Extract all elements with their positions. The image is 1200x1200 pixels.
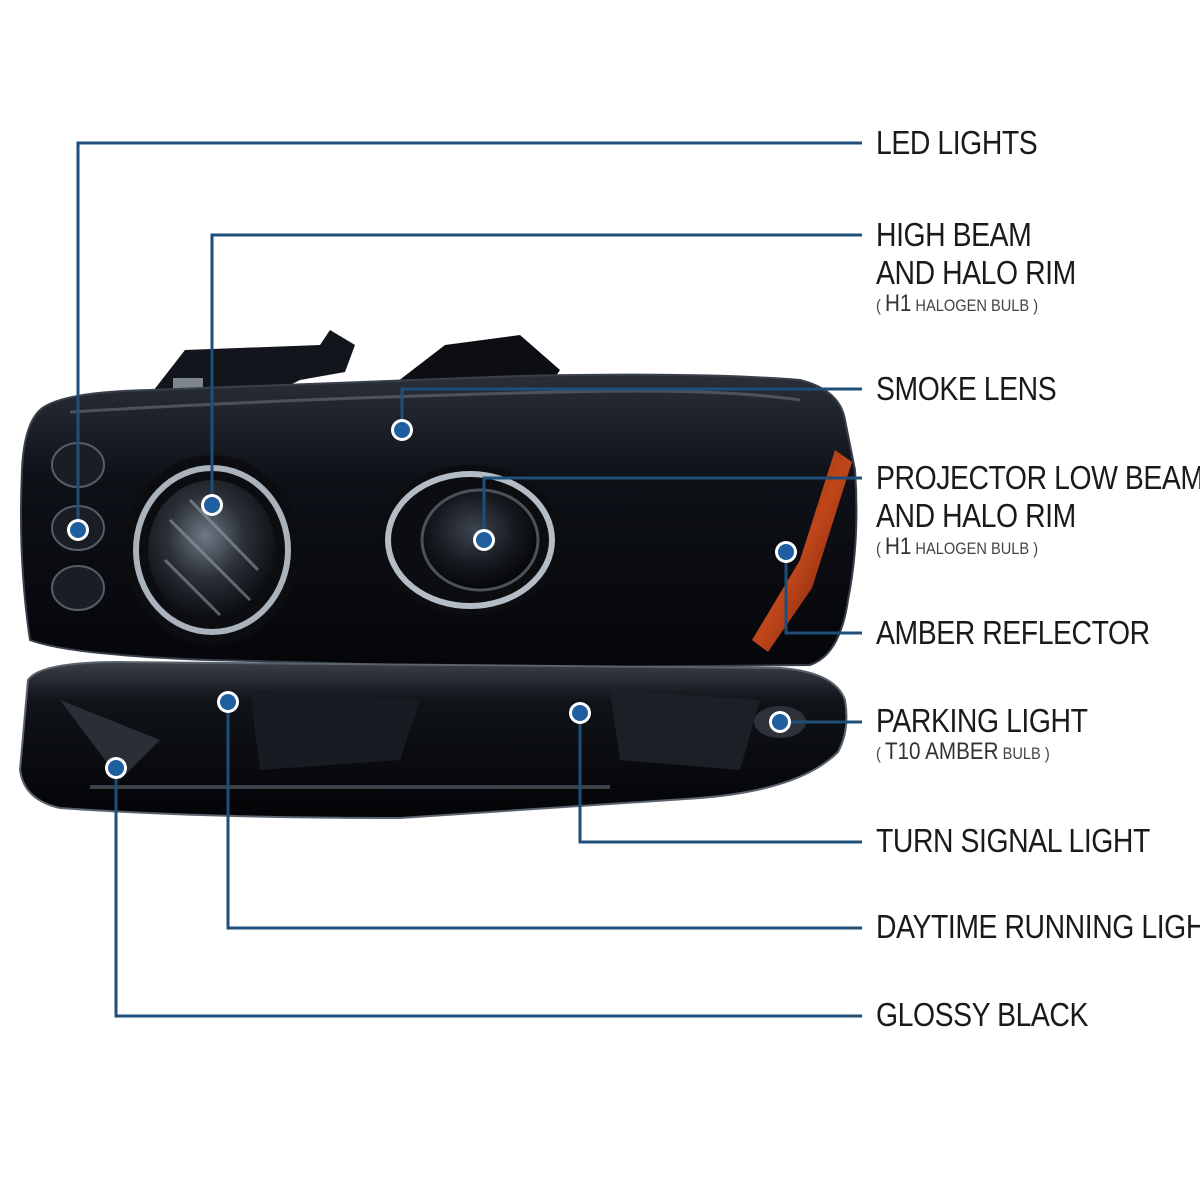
amber-reflector-label: AMBER REFLECTOR xyxy=(876,614,1194,652)
projector-low-beam-bulb-note-open: ( xyxy=(876,539,881,558)
projector-low-beam-bulb-note-close: ) xyxy=(1033,539,1039,558)
daytime-running-light-dot xyxy=(220,694,236,710)
bumper-facets xyxy=(60,690,806,780)
high-beam-bulb-note: ( H1 HALOGEN BULB ) xyxy=(876,292,1076,318)
turn-signal-light-dot xyxy=(572,705,588,721)
turn-signal-light-leader-line xyxy=(578,713,862,844)
high-beam-label-line: HIGH BEAM xyxy=(876,216,1032,253)
parking-light-bulb-note-open: ( xyxy=(876,744,881,763)
daytime-running-light-leader-line xyxy=(226,702,862,930)
parking-light-bulb-note-close: ) xyxy=(1044,744,1050,763)
parking-light-label: PARKING LIGHT( T10 AMBER BULB ) xyxy=(876,702,1122,766)
glossy-black-label-line: GLOSSY BLACK xyxy=(876,996,1089,1033)
projector-low-beam-label-line: AND HALO RIM xyxy=(876,497,1076,534)
high-beam-dot xyxy=(204,497,220,513)
glossy-black-dot xyxy=(108,760,124,776)
high-beam-bulb-note-text: HALOGEN BULB xyxy=(915,296,1030,315)
parking-light-dot xyxy=(772,714,788,730)
led-lights-label-line: LED LIGHTS xyxy=(876,124,1038,161)
led-lights-leader-line xyxy=(76,141,862,530)
smoke-lens-label-line: SMOKE LENS xyxy=(876,370,1057,407)
parking-light-bulb-note: ( T10 AMBER BULB ) xyxy=(876,740,1088,766)
parking-light-label-line: PARKING LIGHT xyxy=(876,702,1088,739)
parking-light-bulb-note-text: BULB xyxy=(1002,744,1041,763)
smoke-lens-leader-line xyxy=(400,387,862,430)
projector-low-beam-label-line: PROJECTOR LOW BEAM xyxy=(876,459,1200,496)
high-beam-lamp xyxy=(124,455,300,645)
high-beam-bulb-note-open: ( xyxy=(876,296,881,315)
smoke-lens-dot xyxy=(394,422,410,438)
projector-low-beam-leader-line xyxy=(482,476,862,540)
high-beam-leader-line xyxy=(210,233,862,505)
turn-signal-light-label-line: TURN SIGNAL LIGHT xyxy=(876,822,1150,859)
daytime-running-light-label: DAYTIME RUNNING LIGHT xyxy=(876,908,1200,946)
smoke-lens-label: SMOKE LENS xyxy=(876,370,1086,408)
turn-signal-light-label: TURN SIGNAL LIGHT xyxy=(876,822,1195,860)
amber-reflector-label-line: AMBER REFLECTOR xyxy=(876,614,1150,651)
led-lights-label: LED LIGHTS xyxy=(876,124,1064,162)
projector-low-beam-dot xyxy=(476,532,492,548)
high-beam-label-line: AND HALO RIM xyxy=(876,254,1076,291)
amber-reflector-leader-line xyxy=(784,552,862,635)
leader-lines xyxy=(76,141,862,1018)
bumper-chrome-strip xyxy=(90,785,610,789)
high-beam-bulb-note-close: ) xyxy=(1033,296,1039,315)
glossy-black-label: GLOSSY BLACK xyxy=(876,996,1123,1034)
amber-reflector-dot xyxy=(778,544,794,560)
high-beam-bulb-note-strong: H1 xyxy=(884,290,912,317)
projector-low-beam-bulb-note-strong: H1 xyxy=(884,533,912,560)
daytime-running-light-label-line: DAYTIME RUNNING LIGHT xyxy=(876,908,1200,945)
projector-lamp xyxy=(378,465,562,615)
callout-dots xyxy=(67,419,797,779)
smoke-lens-highlight xyxy=(69,389,801,414)
led-lights-dot xyxy=(70,522,86,538)
projector-low-beam-bulb-note-text: HALOGEN BULB xyxy=(915,539,1030,558)
projector-low-beam-bulb-note: ( H1 HALOGEN BULB ) xyxy=(876,535,1200,561)
amber-reflector-shape xyxy=(752,450,852,652)
parking-light-bulb-note-strong: T10 AMBER xyxy=(884,738,999,765)
glossy-black-leader-line xyxy=(114,768,862,1018)
